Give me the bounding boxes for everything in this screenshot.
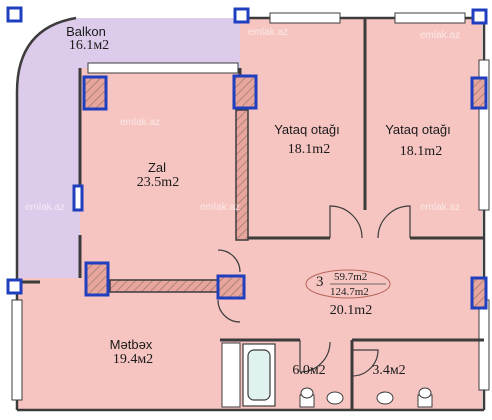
structural-columns: [6, 6, 488, 310]
wc-floor: [352, 340, 482, 410]
watermark: emlak.az: [420, 30, 460, 41]
watermark: emlak.az: [120, 117, 160, 128]
column: [471, 8, 488, 25]
door-swings: [217, 205, 411, 377]
bedroom-2-area: 18.1m2: [399, 144, 443, 159]
living-room-name: Zal: [147, 160, 167, 175]
column: [232, 74, 258, 110]
kitchen-floor: [17, 278, 240, 410]
apartment-summary-oval: [305, 269, 391, 299]
sink-icon: [326, 391, 394, 405]
watermark: emlak.az: [420, 202, 460, 213]
toilet-icon: [299, 387, 433, 408]
column: [84, 261, 110, 297]
bathroom-cabinet: [221, 342, 241, 408]
balcony-floor: [17, 18, 240, 278]
column: [216, 274, 246, 300]
watermark: emlak.az: [25, 202, 65, 213]
watermark: emlak.az: [200, 202, 240, 213]
column: [470, 276, 488, 310]
bedroom-2-name: Yataq otağı: [385, 122, 451, 137]
bathroom-area: 6.0м2: [292, 363, 326, 378]
hall-floor: [240, 238, 482, 340]
column: [82, 75, 108, 111]
column: [72, 184, 84, 212]
hatched-wall-vertical: [235, 109, 249, 241]
column: [470, 76, 488, 110]
rooms-count: 3: [316, 274, 324, 290]
wc-area: 3.4м2: [372, 363, 406, 378]
bedroom-1-floor: [240, 18, 365, 238]
bathtub-icon: [242, 343, 276, 407]
hall-area: 20.1m2: [329, 303, 373, 318]
living-room-area: 23.5m2: [136, 175, 180, 190]
living-area-total: 59.7m2: [334, 271, 368, 283]
bedroom-1-area: 18.1m2: [287, 142, 331, 157]
column: [6, 6, 23, 23]
hatched-wall-horizontal: [109, 279, 221, 293]
windows: [11, 12, 490, 401]
column: [6, 278, 23, 295]
kitchen-area: 19.4м2: [112, 352, 154, 367]
total-area: 124.7m2: [330, 286, 369, 298]
bedroom-1-name: Yataq otağı: [274, 122, 340, 137]
watermark: emlak.az: [248, 27, 288, 38]
column: [233, 7, 250, 24]
kitchen-name: Mətbəx: [109, 337, 153, 352]
balcony-name: Balkon: [66, 24, 106, 39]
balcony-area: 16.1м2: [68, 38, 110, 53]
bedroom-2-floor: [365, 18, 482, 238]
